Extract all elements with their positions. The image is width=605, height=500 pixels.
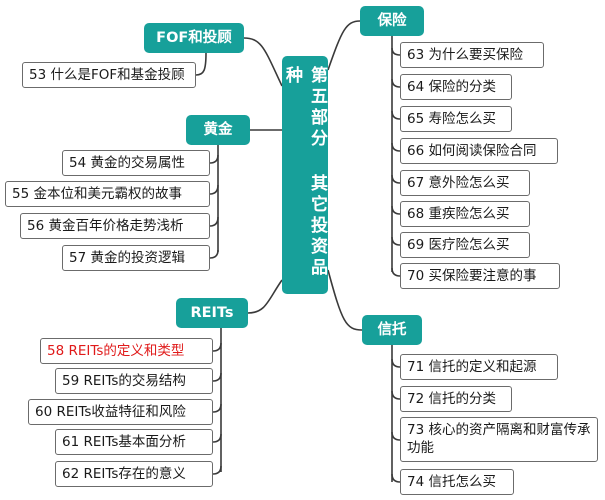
leaf-64[interactable]: 64 保险的分类 [400, 74, 512, 100]
leaf-68-label: 68 重疾险怎么买 [407, 206, 510, 222]
connector-center-trust [327, 269, 363, 331]
leaf-60[interactable]: 60 REITs收益特征和风险 [28, 399, 213, 425]
connector-reits-2 [212, 372, 222, 382]
connector-center-fof [243, 37, 283, 87]
leaf-71[interactable]: 71 信托的定义和起源 [400, 354, 558, 380]
leaf-66-label: 66 如何阅读保险合同 [407, 143, 537, 159]
connector-ins-8 [391, 267, 401, 277]
branch-fof[interactable]: FOF和投顾 [144, 23, 244, 53]
leaf-58-label: 58 REITs的定义和类型 [47, 343, 185, 359]
leaf-62-label: 62 REITs存在的意义 [62, 466, 186, 482]
branch-reits[interactable]: REITs [176, 298, 248, 328]
connector-trust-2 [391, 390, 401, 400]
leaf-55[interactable]: 55 金本位和美元霸权的故事 [5, 181, 210, 207]
leaf-56-label: 56 黄金百年价格走势浅析 [27, 218, 184, 234]
branch-fof-label: FOF和投顾 [156, 30, 232, 46]
branch-reits-label: REITs [190, 305, 234, 321]
connector-ins-3 [391, 110, 401, 120]
leaf-66[interactable]: 66 如何阅读保险合同 [400, 138, 558, 164]
leaf-68[interactable]: 68 重疾险怎么买 [400, 201, 530, 227]
connector-ins-7 [391, 236, 401, 246]
leaf-73-label: 73 核心的资产隔离和财富传承功能 [407, 422, 591, 456]
connector-trust-4 [391, 473, 401, 483]
connector-reits-1 [212, 342, 222, 352]
leaf-65[interactable]: 65 寿险怎么买 [400, 106, 512, 132]
leaf-61-label: 61 REITs基本面分析 [62, 434, 186, 450]
connector-trust-1 [391, 358, 401, 368]
leaf-72[interactable]: 72 信托的分类 [400, 386, 512, 412]
leaf-67-label: 67 意外险怎么买 [407, 175, 510, 191]
leaf-65-label: 65 寿险怎么买 [407, 111, 496, 127]
leaf-70[interactable]: 70 买保险要注意的事 [400, 263, 560, 289]
leaf-70-label: 70 买保险要注意的事 [407, 268, 537, 284]
leaf-71-label: 71 信托的定义和起源 [407, 359, 537, 375]
connector-fof-trunk [195, 52, 207, 76]
connector-gold-1 [209, 154, 219, 164]
connector-gold-4 [209, 249, 219, 259]
leaf-59[interactable]: 59 REITs的交易结构 [55, 368, 213, 394]
leaf-74-label: 74 信托怎么买 [407, 474, 496, 490]
connector-ins-2 [391, 78, 401, 88]
connector-gold-3 [209, 216, 219, 227]
connector-reits-3 [212, 403, 222, 413]
leaf-72-label: 72 信托的分类 [407, 391, 496, 407]
branch-insurance[interactable]: 保险 [360, 6, 424, 36]
connector-reits-4 [212, 433, 222, 443]
connector-trust-3 [391, 431, 401, 441]
leaf-54-label: 54 黄金的交易属性 [69, 155, 185, 171]
leaf-63-label: 63 为什么要买保险 [407, 47, 523, 63]
branch-trust-label: 信托 [377, 322, 407, 338]
leaf-60-label: 60 REITs收益特征和风险 [35, 404, 186, 420]
center-topic: 第五部分 其它投资品种 [282, 56, 328, 294]
leaf-53[interactable]: 53 什么是FOF和基金投顾 [22, 62, 196, 88]
leaf-55-label: 55 金本位和美元霸权的故事 [12, 186, 182, 202]
leaf-59-label: 59 REITs的交易结构 [62, 373, 186, 389]
connector-reits-5 [212, 465, 222, 475]
leaf-74[interactable]: 74 信托怎么买 [400, 469, 514, 495]
leaf-61[interactable]: 61 REITs基本面分析 [55, 429, 213, 455]
leaf-69[interactable]: 69 医疗险怎么买 [400, 232, 530, 258]
leaf-63[interactable]: 63 为什么要买保险 [400, 42, 544, 68]
leaf-58[interactable]: 58 REITs的定义和类型 [40, 338, 213, 364]
leaf-73[interactable]: 73 核心的资产隔离和财富传承功能 [400, 417, 598, 462]
leaf-53-label: 53 什么是FOF和基金投顾 [29, 67, 185, 83]
connector-ins-1 [391, 47, 401, 56]
connector-ins-6 [391, 205, 401, 215]
leaf-56[interactable]: 56 黄金百年价格走势浅析 [20, 213, 210, 239]
leaf-57-label: 57 黄金的投资逻辑 [69, 250, 185, 266]
leaf-62[interactable]: 62 REITs存在的意义 [55, 461, 213, 487]
leaf-54[interactable]: 54 黄金的交易属性 [62, 150, 210, 176]
connector-center-reits [247, 279, 283, 314]
connector-center-insurance [327, 20, 361, 71]
branch-insurance-label: 保险 [377, 13, 407, 29]
leaf-69-label: 69 医疗险怎么买 [407, 237, 510, 253]
leaf-57[interactable]: 57 黄金的投资逻辑 [62, 245, 210, 271]
connector-ins-5 [391, 174, 401, 184]
branch-trust[interactable]: 信托 [362, 315, 422, 345]
connector-gold-2 [209, 184, 219, 195]
branch-gold[interactable]: 黄金 [186, 115, 250, 145]
connector-ins-4 [391, 142, 401, 152]
center-title: 第五部分 其它投资品种 [282, 66, 327, 279]
leaf-64-label: 64 保险的分类 [407, 79, 496, 95]
leaf-67[interactable]: 67 意外险怎么买 [400, 170, 530, 196]
branch-gold-label: 黄金 [203, 122, 233, 138]
